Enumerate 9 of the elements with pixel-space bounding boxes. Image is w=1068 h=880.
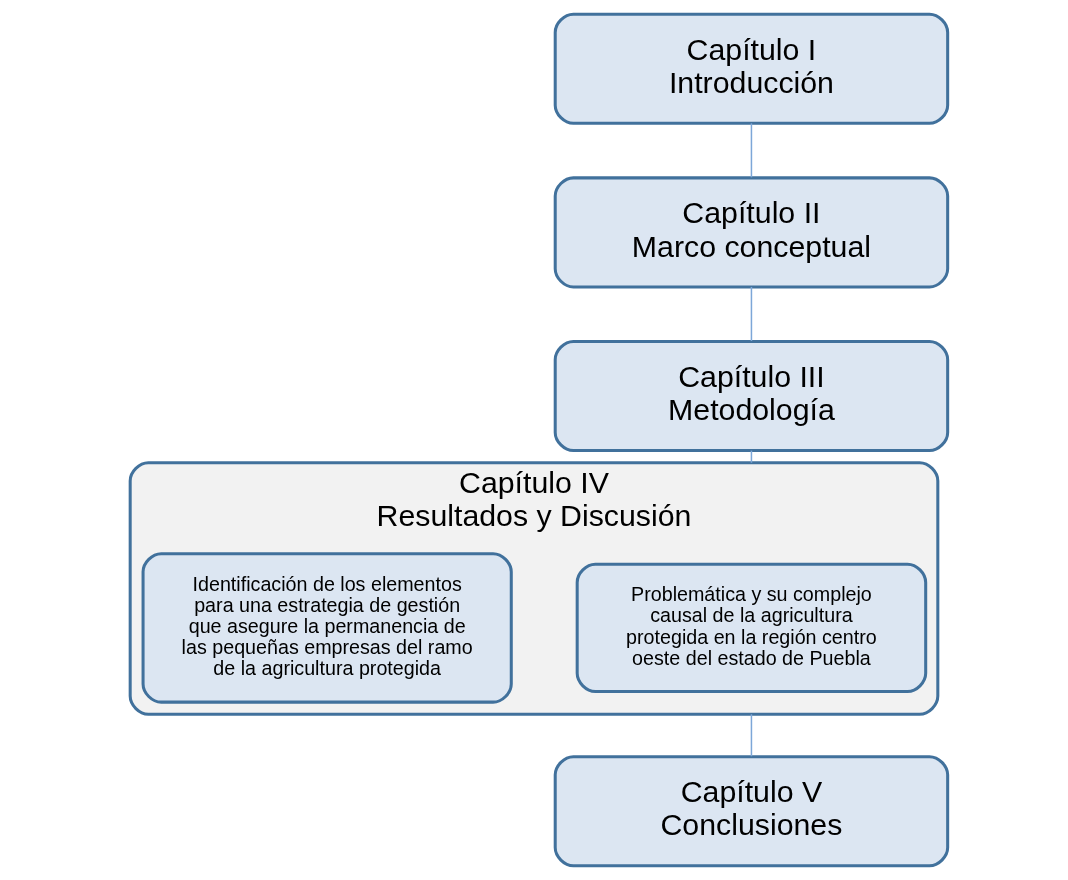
node-box: Capítulo III Metodología bbox=[553, 340, 950, 453]
connector bbox=[750, 713, 753, 758]
connector bbox=[750, 286, 753, 342]
connector bbox=[750, 122, 753, 179]
node-box: Capítulo V Conclusiones bbox=[553, 755, 950, 868]
node-box: Problemática y su complejo causal de la agricultura protegida en la región centro oeste del estado de Puebla bbox=[575, 562, 928, 694]
node-box: Identificación de los elementos para una estrategia de gestión que asegure la permanencia de las pequeñas empresas del ramo de la agricultura protegida bbox=[141, 552, 513, 704]
node-box: Capítulo I Introducción bbox=[553, 12, 950, 125]
node-box: Capítulo II Marco conceptual bbox=[553, 176, 950, 289]
